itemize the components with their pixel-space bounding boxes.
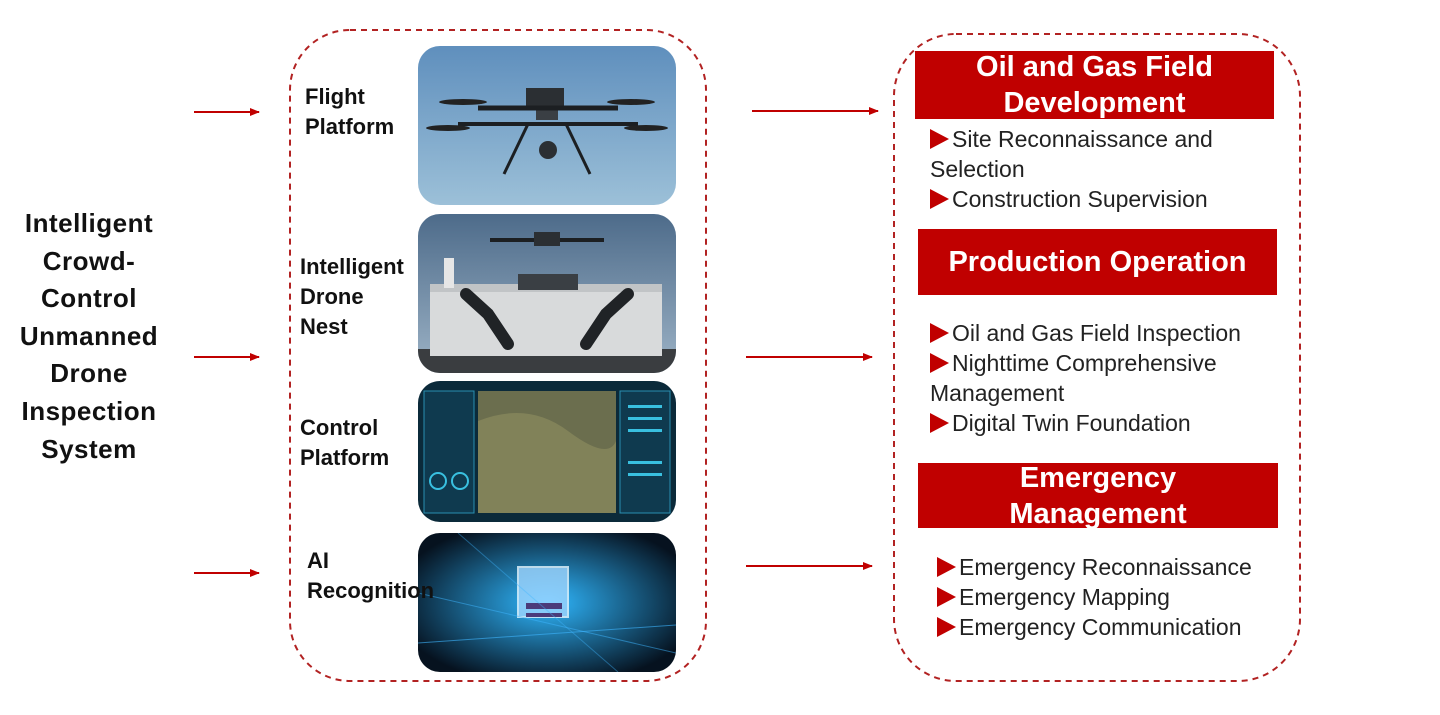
triangle-bullet-icon [930,323,949,343]
list-item: Nighttime Comprehensive Management [930,348,1260,408]
label-line: Nest [300,312,404,342]
label-line: Control [300,413,389,443]
triangle-bullet-icon [930,129,949,149]
label-line: Recognition [307,576,434,606]
triangle-bullet-icon [930,353,949,373]
emergency-management-header: Emergency Management [918,463,1278,528]
list-item: Emergency Reconnaissance [937,552,1252,582]
label-line: Intelligent [300,252,404,282]
ai-recognition-label: AI Recognition [307,546,434,606]
system-title-line: System [0,431,178,469]
label-line: Platform [300,443,389,473]
ai-recognition-image [418,533,676,672]
triangle-bullet-icon [930,413,949,433]
label-line: Drone [300,282,404,312]
system-title-line: Inspection [0,393,178,431]
header-line: Emergency [918,460,1278,496]
list-item: Construction Supervision [930,184,1208,214]
system-title-line: Crowd- [0,243,178,281]
system-title-line: Intelligent [0,205,178,243]
control-platform-image [418,381,676,522]
item-text: Digital Twin Foundation [952,410,1191,436]
control-platform-label: Control Platform [300,413,389,473]
item-text: Site Reconnaissance and Selection [930,126,1213,182]
header-line: Oil and Gas Field [915,49,1274,85]
drone-nest-image [418,214,676,373]
header-line: Production Operation [918,244,1277,280]
header-line: Management [918,496,1278,532]
production-operation-header: Production Operation [918,229,1277,295]
label-line: Flight [305,82,394,112]
item-text: Construction Supervision [952,186,1208,212]
flight-platform-label: Flight Platform [305,82,394,142]
list-item: Emergency Mapping [937,582,1170,612]
flight-platform-image [418,46,676,205]
item-text: Emergency Communication [959,614,1242,640]
oil-gas-development-header: Oil and Gas Field Development [915,51,1274,119]
triangle-bullet-icon [937,617,956,637]
triangle-bullet-icon [937,557,956,577]
system-title-line: Drone [0,355,178,393]
label-line: Platform [305,112,394,142]
list-item: Emergency Communication [937,612,1242,642]
item-text: Oil and Gas Field Inspection [952,320,1241,346]
system-title-line: Control [0,280,178,318]
list-item: Oil and Gas Field Inspection [930,318,1241,348]
list-item: Digital Twin Foundation [930,408,1191,438]
item-text: Nighttime Comprehensive Management [930,350,1217,406]
list-item: Site Reconnaissance and Selection [930,124,1250,184]
item-text: Emergency Mapping [959,584,1170,610]
triangle-bullet-icon [937,587,956,607]
drone-nest-label: Intelligent Drone Nest [300,252,404,342]
system-title: Intelligent Crowd- Control Unmanned Dron… [0,205,178,468]
system-title-line: Unmanned [0,318,178,356]
header-line: Development [915,85,1274,121]
label-line: AI [307,546,434,576]
triangle-bullet-icon [930,189,949,209]
item-text: Emergency Reconnaissance [959,554,1252,580]
